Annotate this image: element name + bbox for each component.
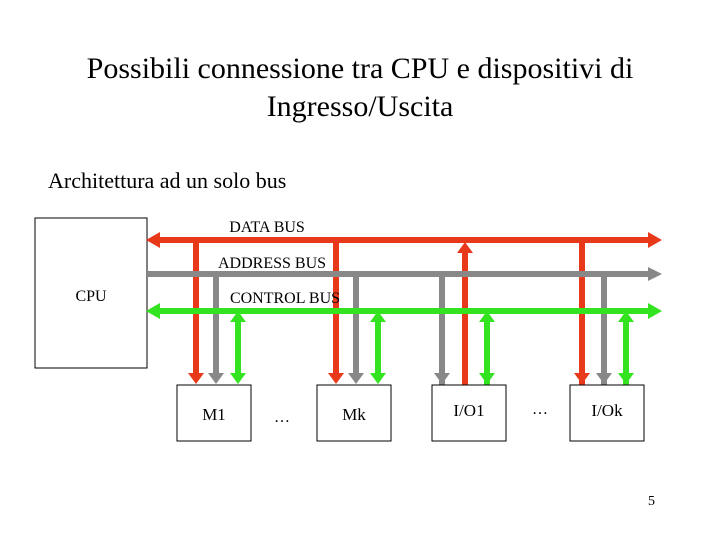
mk-data-arrow (328, 373, 344, 384)
m1-address-arrow (208, 373, 224, 384)
io1-control-arrow-down (479, 373, 495, 384)
data-bus: DATA BUS (146, 219, 662, 248)
control-bus-arrow-right (648, 303, 662, 319)
device-label-m1: M1 (202, 405, 226, 424)
devices: M1 … Mk I/O1 … I/Ok (176, 384, 645, 442)
address-bus-arrow-right (648, 267, 662, 281)
m1-control-arrow-up (230, 311, 246, 322)
title-line-1: Possibili connessione tra CPU e disposit… (86, 52, 634, 85)
slide-title: Possibili connessione tra CPU e disposit… (0, 50, 720, 126)
cpu-label: CPU (75, 288, 107, 305)
mk-control-arrow-down (370, 373, 386, 384)
device-label-mk: Mk (342, 405, 366, 424)
data-bus-arrow-right (648, 232, 662, 248)
page-number: 5 (648, 494, 655, 509)
mk-control-arrow-up (370, 311, 386, 322)
iok-control-arrow-down (618, 373, 634, 384)
address-bus: ADDRESS BUS (147, 255, 662, 281)
vertical-connections (188, 240, 634, 385)
mk-address-arrow (348, 373, 364, 384)
io1-data-arrow (457, 242, 473, 253)
address-bus-label: ADDRESS BUS (218, 255, 326, 272)
control-bus-label: CONTROL BUS (230, 290, 340, 307)
data-bus-label: DATA BUS (229, 219, 305, 236)
device-label-iok: I/Ok (591, 401, 623, 420)
data-bus-arrow-left (146, 232, 160, 248)
iok-control-arrow-up (618, 311, 634, 322)
device-box-m1 (176, 384, 252, 442)
ellipsis-memory: … (274, 409, 290, 426)
ellipsis-io: … (532, 401, 548, 418)
control-bus: CONTROL BUS (146, 290, 662, 319)
device-box-mk (316, 384, 392, 442)
subtitle: Architettura ad un solo bus (48, 168, 287, 193)
m1-data-arrow (188, 373, 204, 384)
cpu-box (34, 217, 148, 369)
title-line-2: Ingresso/Uscita (266, 90, 454, 123)
m1-control-arrow-down (230, 373, 246, 384)
io1-address-arrow (434, 373, 450, 384)
iok-address-arrow (596, 373, 612, 384)
io1-control-arrow-up (479, 311, 495, 322)
control-bus-arrow-left (146, 303, 160, 319)
device-box-io1 (431, 384, 507, 442)
iok-data-arrow (574, 373, 590, 384)
device-box-iok (569, 384, 645, 442)
device-label-io1: I/O1 (453, 401, 484, 420)
